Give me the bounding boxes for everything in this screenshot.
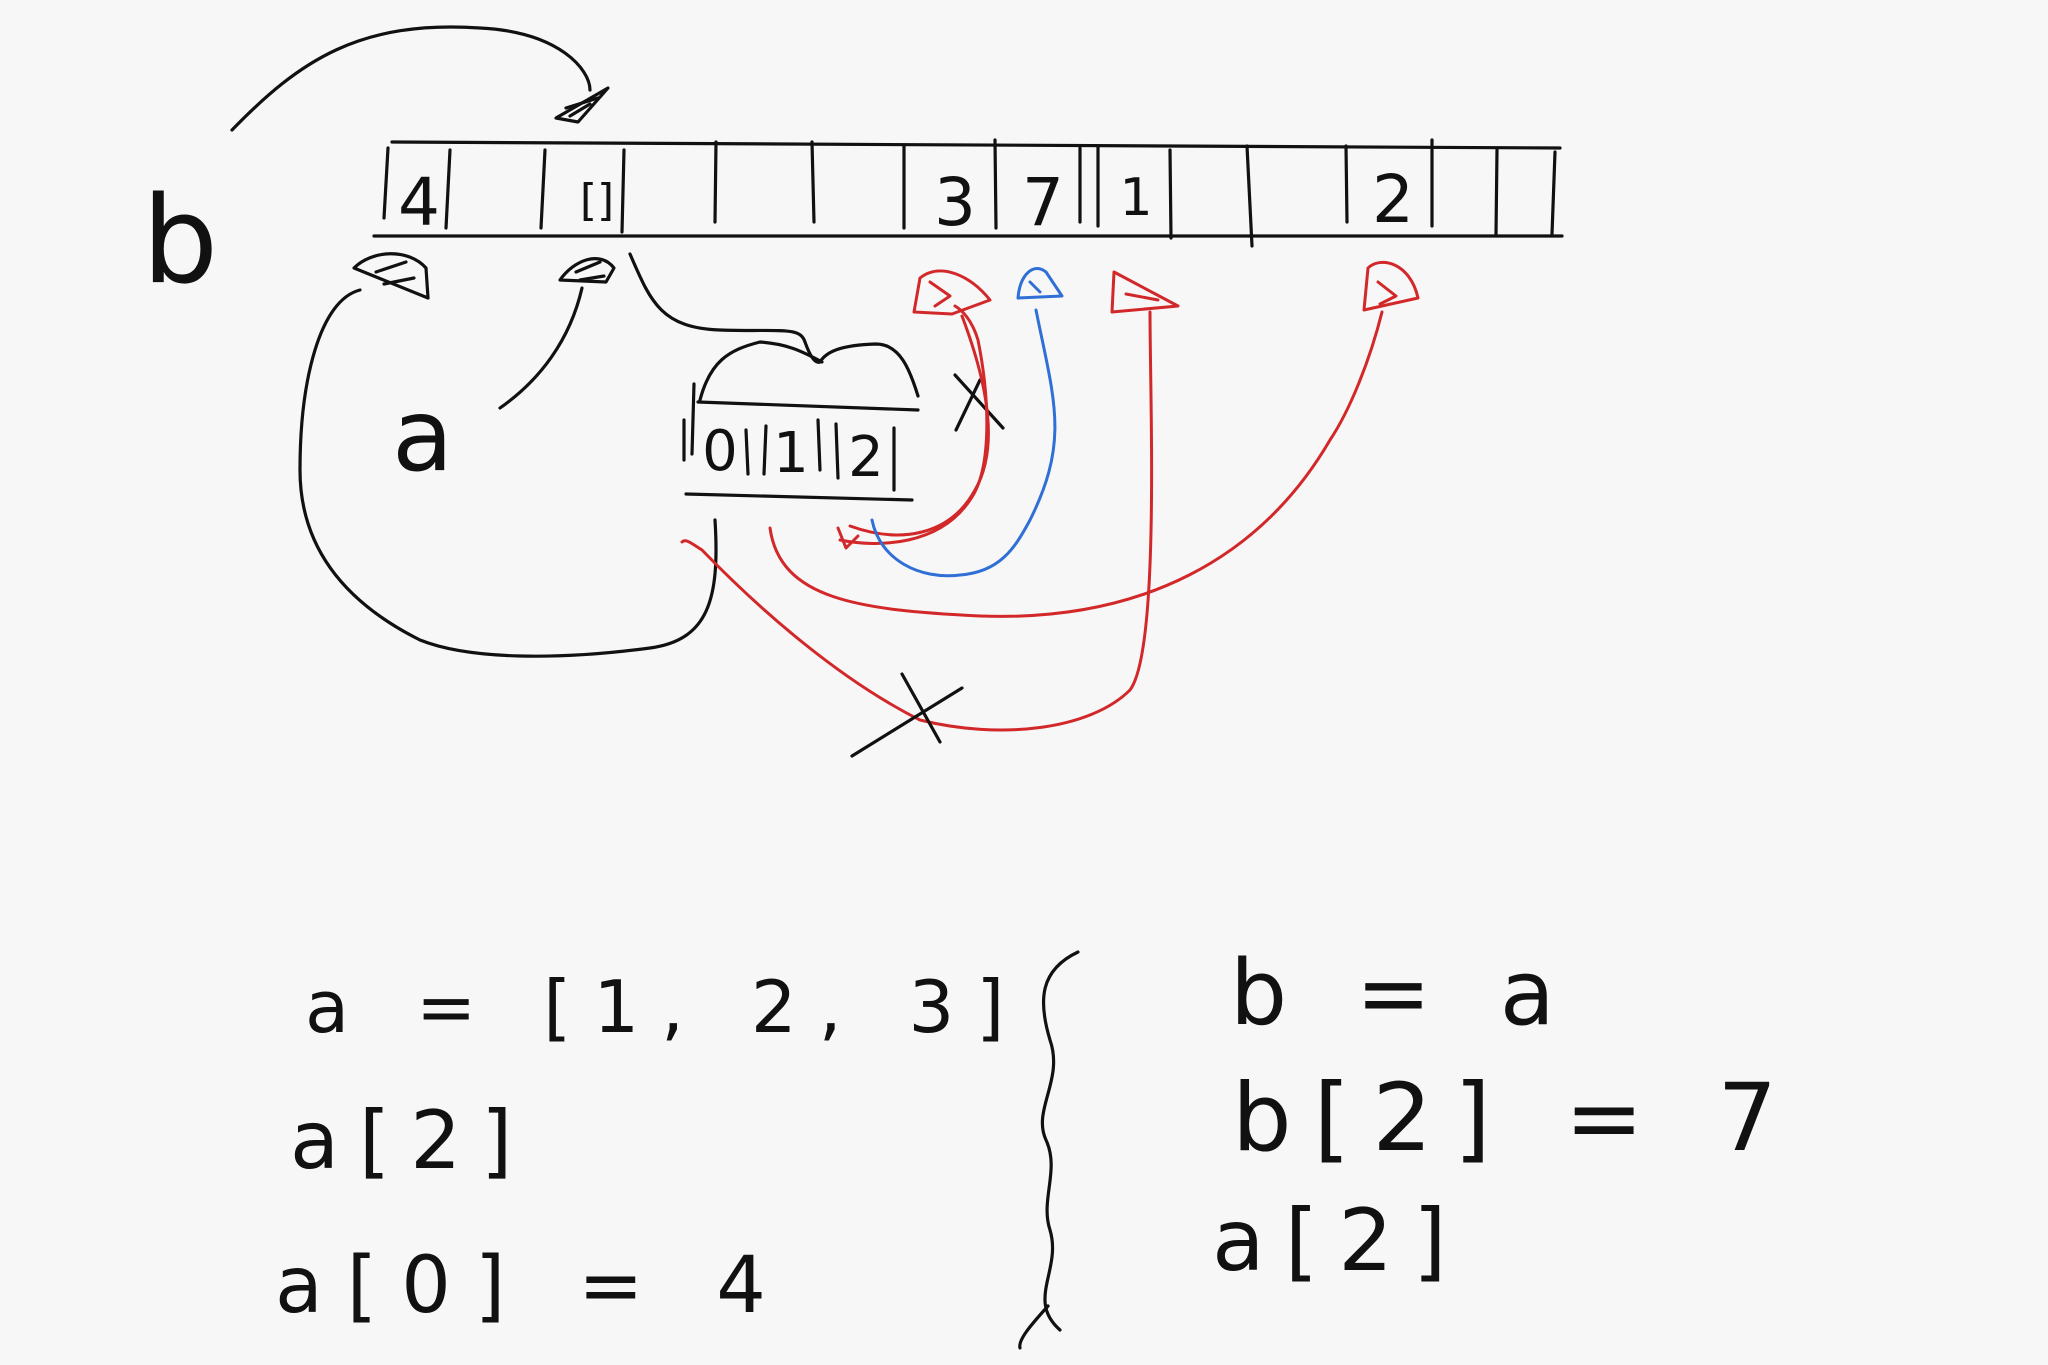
pointer-marker-a1 xyxy=(558,257,616,284)
a-pointer-arrow xyxy=(498,286,584,410)
pointer-marker-b-top xyxy=(554,86,610,124)
curly-brace-separator xyxy=(1018,950,1080,1350)
red-arrow-cell2-to-3-return xyxy=(848,314,990,537)
pointer-marker-red-3 xyxy=(912,269,992,316)
cross-mark-top xyxy=(953,373,1005,432)
small-array-cell-0: 0 xyxy=(702,419,738,484)
code-left-line-1: a = [1, 2, 3] xyxy=(305,965,1026,1049)
code-left-line-3: a[0] = 4 xyxy=(275,1241,790,1331)
variable-b-label: b xyxy=(142,172,218,311)
cross-mark-bottom xyxy=(850,672,964,758)
small-array-cell-1: 1 xyxy=(773,421,809,486)
memory-cell-values: 4 [] 3 7 1 2 xyxy=(398,161,1414,241)
pointer-marker-red-2 xyxy=(1362,260,1420,312)
pointer-marker-a0 xyxy=(352,252,430,300)
red-arrow-cell1-to-2 xyxy=(768,310,1384,618)
code-right-line-3: a[2] xyxy=(1212,1191,1467,1291)
red-arrowhead-small xyxy=(836,526,860,550)
a0-loop-arrow xyxy=(298,288,718,658)
array-reference-brace xyxy=(628,252,920,402)
b-pointer-arrow xyxy=(230,25,592,132)
memory-cell-1: [] xyxy=(580,175,614,226)
variable-a-label: a xyxy=(392,377,453,494)
small-array xyxy=(682,382,920,502)
blue-arrow-cell2-to-7 xyxy=(870,308,1057,578)
memory-cell-8: 2 xyxy=(1372,161,1414,238)
code-right-line-2: b[2] = 7 xyxy=(1232,1064,1799,1173)
memory-cell-6: 1 xyxy=(1119,168,1152,228)
memory-cell-0: 4 xyxy=(398,164,440,241)
memory-cell-4: 3 xyxy=(934,164,976,241)
red-arrow-cell0-to-1 xyxy=(680,310,1154,732)
memory-strip xyxy=(372,138,1564,248)
pointer-marker-blue-7 xyxy=(1016,266,1064,300)
pointer-marker-red-1 xyxy=(1110,270,1180,314)
code-right-line-1: b = a xyxy=(1230,941,1575,1046)
memory-cell-5: 7 xyxy=(1022,164,1064,241)
code-left-line-2: a[2] xyxy=(290,1094,532,1187)
small-array-cell-2: 2 xyxy=(848,425,884,490)
